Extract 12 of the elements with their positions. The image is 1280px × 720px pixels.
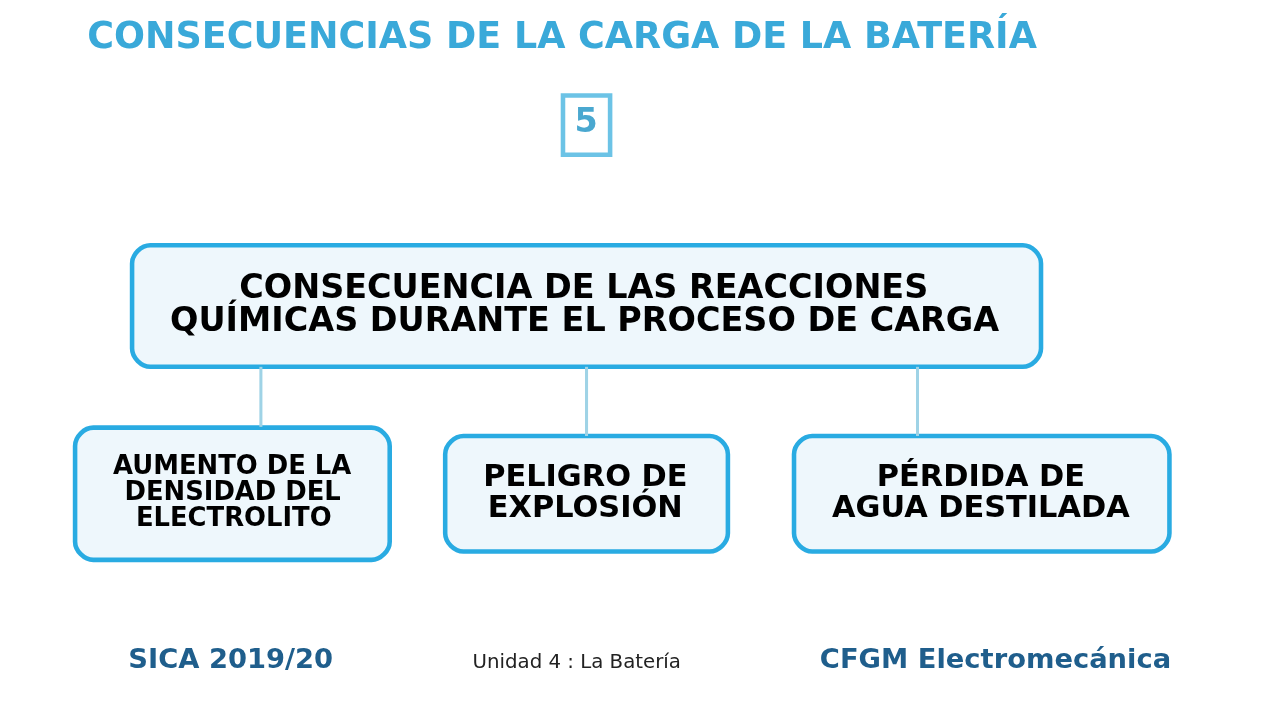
node-box: PELIGRO DE EXPLOSIÓN: [442, 433, 730, 554]
label: CFGM Electromecánica: [819, 643, 1171, 675]
connector: [915, 366, 919, 436]
label: Unidad 4 : La Batería: [472, 650, 681, 674]
label: SICA 2019/20: [127, 643, 333, 675]
node-box: AUMENTO DE LA DENSIDAD DEL ELECTROLITO: [72, 425, 392, 563]
node-box: PÉRDIDA DE AGUA DESTILADA: [791, 433, 1172, 554]
label: 5: [573, 101, 598, 141]
connector: [258, 366, 262, 427]
diagram-title: CONSECUENCIAS DE LA CARGA DE LA BATERÍA: [86, 13, 1037, 57]
node-box: CONSECUENCIA DE LAS REACCIONES QUÍMICAS DURANTE EL PROCESO DE CARGA: [129, 242, 1043, 370]
connector: [584, 366, 588, 436]
